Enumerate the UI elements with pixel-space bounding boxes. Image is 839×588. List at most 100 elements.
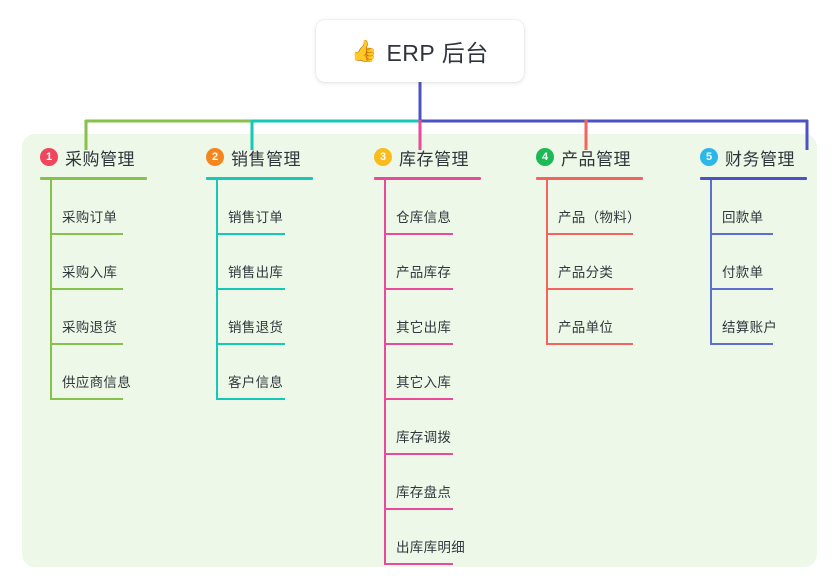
branch-item-label: 采购入库 (62, 265, 118, 280)
branch-badge-1: 1 (40, 148, 58, 166)
branch-item-underline (51, 343, 123, 345)
branch-item[interactable]: 回款单 (700, 180, 807, 235)
branch-spine-3 (384, 180, 386, 565)
diagram-background-panel (22, 134, 817, 567)
branch-item-underline (385, 288, 453, 290)
branch-spine-2 (216, 180, 218, 400)
branch-column-4: 4 产品管理产品（物料） 产品分类产品单位 (536, 145, 643, 345)
branch-spine-4 (546, 180, 548, 345)
branch-header-2[interactable]: 2 销售管理 (206, 145, 313, 169)
branch-badge-5: 5 (700, 148, 718, 166)
branch-item[interactable]: 产品单位 (536, 290, 643, 345)
branch-items-5: 回款单付款单结算账户 (700, 180, 807, 345)
branch-title-2: 销售管理 (231, 149, 301, 169)
branch-title-5: 财务管理 (725, 149, 795, 169)
branch-item-underline (385, 398, 453, 400)
branch-item-label: 采购退货 (62, 320, 118, 335)
branch-rule-1 (40, 177, 147, 180)
branch-item-underline (217, 233, 285, 235)
branch-item[interactable]: 采购入库 (40, 235, 147, 290)
branch-spine-1 (50, 180, 52, 400)
branch-item[interactable]: 其它入库 (374, 345, 481, 400)
branch-item-underline (547, 343, 633, 345)
branch-item[interactable]: 采购订单 (40, 180, 147, 235)
branch-item[interactable]: 出库库明细 (374, 510, 481, 565)
branch-item-label: 回款单 (722, 210, 764, 225)
root-node[interactable]: 👍 ERP 后台 (316, 20, 524, 82)
branch-rule-4 (536, 177, 643, 180)
branch-column-3: 3 库存管理仓库信息产品库存其它出库其它入库库存调拨库存盘点出库库明细 (374, 145, 481, 565)
branch-item[interactable]: 库存盘点 (374, 455, 481, 510)
branch-item-label: 采购订单 (62, 210, 118, 225)
branch-item[interactable]: 产品分类 (536, 235, 643, 290)
branch-item-label: 产品（物料） (558, 210, 641, 225)
branch-item-underline (51, 233, 123, 235)
branch-item-label: 销售退货 (228, 320, 284, 335)
branch-items-2: 销售订单销售出库销售退货客户信息 (206, 180, 313, 400)
branch-header-1[interactable]: 1 采购管理 (40, 145, 147, 169)
branch-item-label: 仓库信息 (396, 210, 452, 225)
branch-item[interactable]: 采购退货 (40, 290, 147, 345)
branch-item-label: 供应商信息 (62, 375, 131, 390)
branch-item-label: 库存盘点 (396, 485, 452, 500)
branch-item-underline (711, 343, 773, 345)
branch-item[interactable]: 库存调拨 (374, 400, 481, 455)
branch-badge-2: 2 (206, 148, 224, 166)
thumbs-up-icon: 👍 (351, 39, 378, 63)
branch-item-label: 销售出库 (228, 265, 284, 280)
branch-item[interactable]: 结算账户 (700, 290, 807, 345)
branch-column-2: 2 销售管理销售订单销售出库销售退货客户信息 (206, 145, 313, 400)
branch-item-label: 库存调拨 (396, 430, 452, 445)
branch-item-underline (385, 453, 453, 455)
branch-item[interactable]: 其它出库 (374, 290, 481, 345)
branch-column-5: 5 财务管理回款单付款单结算账户 (700, 145, 807, 345)
branch-rule-2 (206, 177, 313, 180)
branch-item-label: 销售订单 (228, 210, 284, 225)
branch-badge-3: 3 (374, 148, 392, 166)
branch-items-4: 产品（物料） 产品分类产品单位 (536, 180, 643, 345)
branch-item[interactable]: 供应商信息 (40, 345, 147, 400)
branch-item-underline (217, 398, 285, 400)
branch-item-label: 产品库存 (396, 265, 452, 280)
branch-item-underline (217, 343, 285, 345)
branch-items-1: 采购订单采购入库采购退货供应商信息 (40, 180, 147, 400)
root-label: ERP 后台 (386, 40, 489, 66)
branch-item[interactable]: 仓库信息 (374, 180, 481, 235)
branch-item-underline (711, 288, 773, 290)
branch-item-label: 客户信息 (228, 375, 284, 390)
branch-item[interactable]: 付款单 (700, 235, 807, 290)
branch-items-3: 仓库信息产品库存其它出库其它入库库存调拨库存盘点出库库明细 (374, 180, 481, 565)
branch-header-3[interactable]: 3 库存管理 (374, 145, 481, 169)
branch-item-underline (217, 288, 285, 290)
branch-item-label: 结算账户 (722, 320, 778, 335)
branch-item[interactable]: 产品（物料） (536, 180, 643, 235)
branch-item[interactable]: 产品库存 (374, 235, 481, 290)
branch-item-label: 其它入库 (396, 375, 452, 390)
branch-item-underline (385, 508, 453, 510)
branch-rule-5 (700, 177, 807, 180)
branch-title-3: 库存管理 (399, 149, 469, 169)
branch-item-underline (385, 233, 453, 235)
branch-title-1: 采购管理 (65, 149, 135, 169)
branch-item[interactable]: 销售出库 (206, 235, 313, 290)
branch-item-underline (51, 288, 123, 290)
branch-item-label: 出库库明细 (396, 540, 465, 555)
branch-item-label: 产品单位 (558, 320, 614, 335)
branch-header-4[interactable]: 4 产品管理 (536, 145, 643, 169)
branch-item[interactable]: 销售订单 (206, 180, 313, 235)
branch-item[interactable]: 客户信息 (206, 345, 313, 400)
branch-badge-4: 4 (536, 148, 554, 166)
branch-rule-3 (374, 177, 481, 180)
branch-header-5[interactable]: 5 财务管理 (700, 145, 807, 169)
branch-column-1: 1 采购管理采购订单采购入库采购退货供应商信息 (40, 145, 147, 400)
branch-item-underline (385, 563, 453, 565)
branch-item-underline (51, 398, 123, 400)
branch-item-label: 付款单 (722, 265, 764, 280)
branch-item-underline (547, 233, 633, 235)
branch-item-label: 产品分类 (558, 265, 614, 280)
branch-item-label: 其它出库 (396, 320, 452, 335)
branch-title-4: 产品管理 (561, 149, 631, 169)
branch-item-underline (385, 343, 453, 345)
branch-item[interactable]: 销售退货 (206, 290, 313, 345)
